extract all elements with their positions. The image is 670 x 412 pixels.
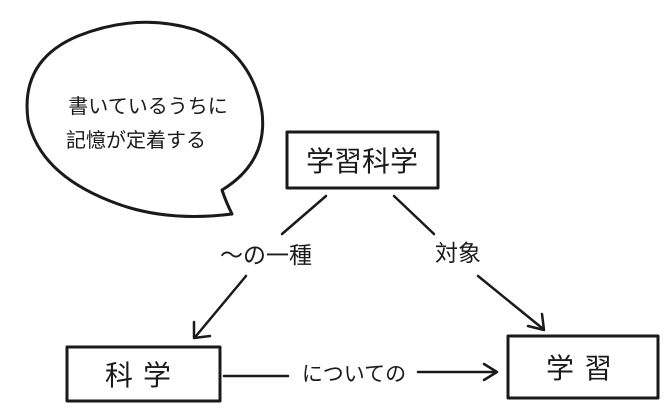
node-learning-label: 学習 — [546, 352, 622, 385]
arrowhead-icon — [526, 312, 546, 332]
arrowhead-icon — [192, 320, 212, 340]
edge-about: についての — [222, 362, 499, 386]
node-science-label: 科学 — [105, 359, 181, 392]
edge-kind-of-label: 〜の一種 — [220, 243, 312, 269]
node-learning: 学習 — [506, 334, 660, 400]
node-learning-science: 学習科学 — [285, 130, 440, 190]
speech-bubble: 書いているうちに 記憶が定着する — [25, 20, 265, 218]
arrowhead-icon — [482, 362, 499, 382]
speech-bubble-line-2: 記憶が定着する — [66, 128, 206, 152]
node-learning-science-label: 学習科学 — [306, 145, 418, 178]
speech-bubble-line-1: 書いているうちに — [68, 94, 227, 118]
edge-about-label: についての — [302, 362, 406, 386]
edge-kind-of: 〜の一種 — [192, 194, 328, 340]
edge-target: 対象 — [392, 194, 546, 332]
edge-target-label: 対象 — [435, 241, 481, 267]
node-science: 科学 — [65, 345, 222, 403]
